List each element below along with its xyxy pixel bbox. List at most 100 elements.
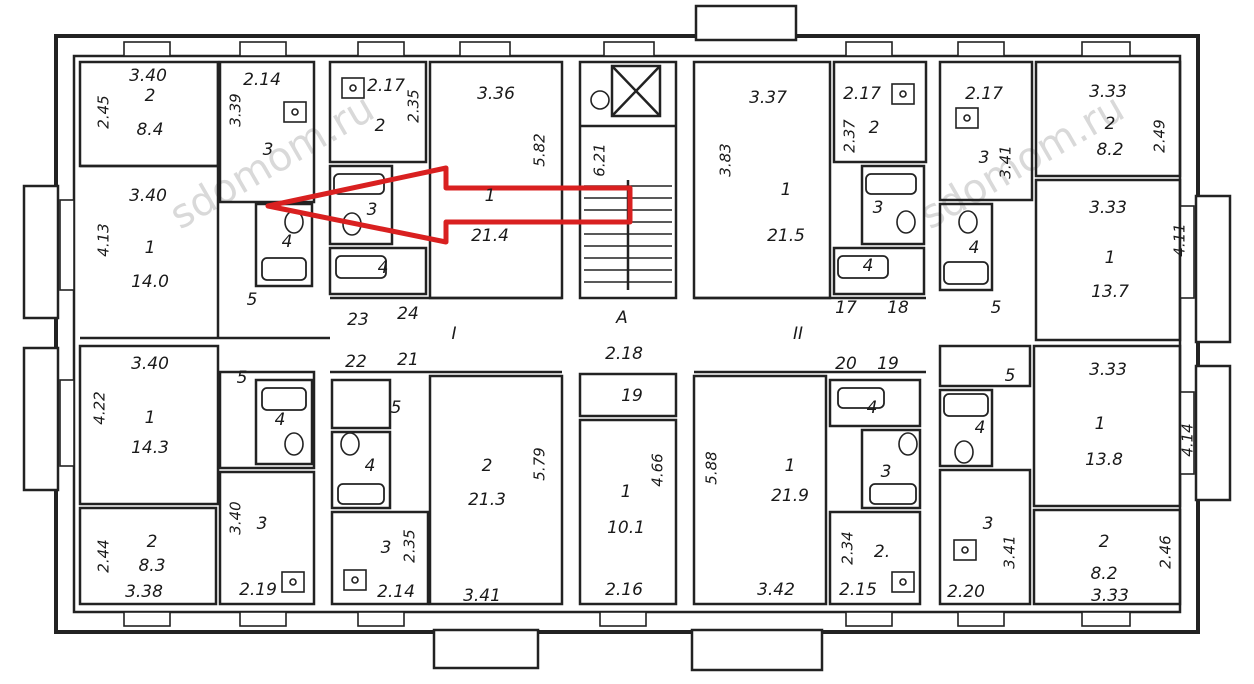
window [123,611,171,627]
bathtub [837,255,889,279]
plan-label: 20 [835,354,857,374]
plan-label: 2.35 [405,89,423,122]
bathtub [261,257,307,281]
window [1081,611,1131,627]
window [239,41,287,57]
plan-label: 5 [991,298,1002,318]
plan-label: 3 [983,514,994,534]
plan-label: 5.82 [531,133,549,166]
plan-label: 5 [247,290,258,310]
window [123,41,171,57]
plan-label: 3 [257,514,268,534]
plan-label: 3.83 [717,143,735,176]
plan-label: 10.1 [607,518,645,538]
window [845,41,893,57]
plan-label: 4 [867,398,878,418]
plan-label: 2.18 [605,344,643,364]
plan-label: 3.33 [1089,360,1127,380]
window [845,611,893,627]
window [357,41,405,57]
window [59,199,75,291]
plan-label: 17 [835,298,857,318]
plan-label: 1 [1105,248,1116,268]
bathtub [335,255,387,279]
plan-label: A [615,308,628,328]
bathtub [943,393,989,417]
bathtub [837,387,885,409]
window [1081,41,1131,57]
plan-label: 19 [621,386,643,406]
plan-label: 3 [979,148,990,168]
plan-label: 2.37 [841,119,859,153]
plan-label: 1 [621,482,632,502]
bathtub [865,173,917,195]
red-arrow-icon [265,165,633,245]
plan-label: 1 [485,186,496,206]
plan-label: 3 [263,140,274,160]
plan-label: 8.2 [1096,140,1123,160]
plan-label: 2.14 [243,70,281,90]
plan-label: 2.20 [947,582,985,602]
plan-label: I [451,324,456,344]
plan-label: 4 [378,258,389,278]
plan-label: 13.7 [1091,282,1129,302]
plan-label: 3.41 [1001,535,1019,568]
window [59,379,75,467]
interior-walls [78,60,1182,606]
plan-label: 2.19 [239,580,277,600]
bathtub [337,483,385,505]
plan-label: 5 [391,398,402,418]
plan-label: 22 [345,352,367,372]
plan-label: 4.13 [95,223,113,256]
plan-label: 3.39 [227,93,245,126]
plan-label: 3.33 [1089,82,1127,102]
plan-label: 3 [881,462,892,482]
plan-label: 1 [1095,414,1106,434]
plan-label: 21.4 [471,226,509,246]
balcony-bottom-right [690,628,824,672]
plan-label: 4 [275,410,286,430]
plan-label: 3.38 [125,582,163,602]
plan-label: 2.16 [605,580,643,600]
plan-label: 8.2 [1090,564,1117,584]
bay-right-upper [1194,194,1232,344]
plan-label: 14.0 [131,272,169,292]
plan-label: 2.46 [1157,535,1175,568]
plan-label: 3.33 [1089,198,1127,218]
plan-label: 2.49 [1151,119,1169,152]
plan-label: 2.17 [843,84,881,104]
plan-label: 2 [145,86,156,106]
plan-label: 4 [969,238,980,258]
window [459,41,511,57]
plan-label: 2 [375,116,386,136]
plan-label: 4 [975,418,986,438]
plan-label: 2.15 [839,580,877,600]
window [957,41,1005,57]
window [239,611,287,627]
bathtub [943,261,989,285]
plan-label: 24 [397,304,419,324]
plan-label: 2.35 [401,529,419,562]
plan-label: 1 [145,408,156,428]
balcony-top [694,4,798,42]
plan-label: 4.11 [1171,223,1189,256]
window [957,611,1005,627]
plan-label: 3 [381,538,392,558]
bathtubs [261,173,989,505]
plan-label: 13.8 [1085,450,1123,470]
toilets-sinks [281,77,979,593]
window [599,611,647,627]
plan-label: 4 [863,256,874,276]
plan-label: 4.14 [1179,423,1197,456]
plan-label: 3.40 [131,354,169,374]
plan-label: 6.21 [591,143,609,176]
plan-label: 4 [365,456,376,476]
window [357,611,405,627]
plan-label: 4.22 [91,391,109,424]
plan-label: 2.14 [377,582,415,602]
plan-label: 5 [237,368,248,388]
plan-label: 3.41 [997,145,1015,178]
plan-label: 21 [397,350,419,370]
